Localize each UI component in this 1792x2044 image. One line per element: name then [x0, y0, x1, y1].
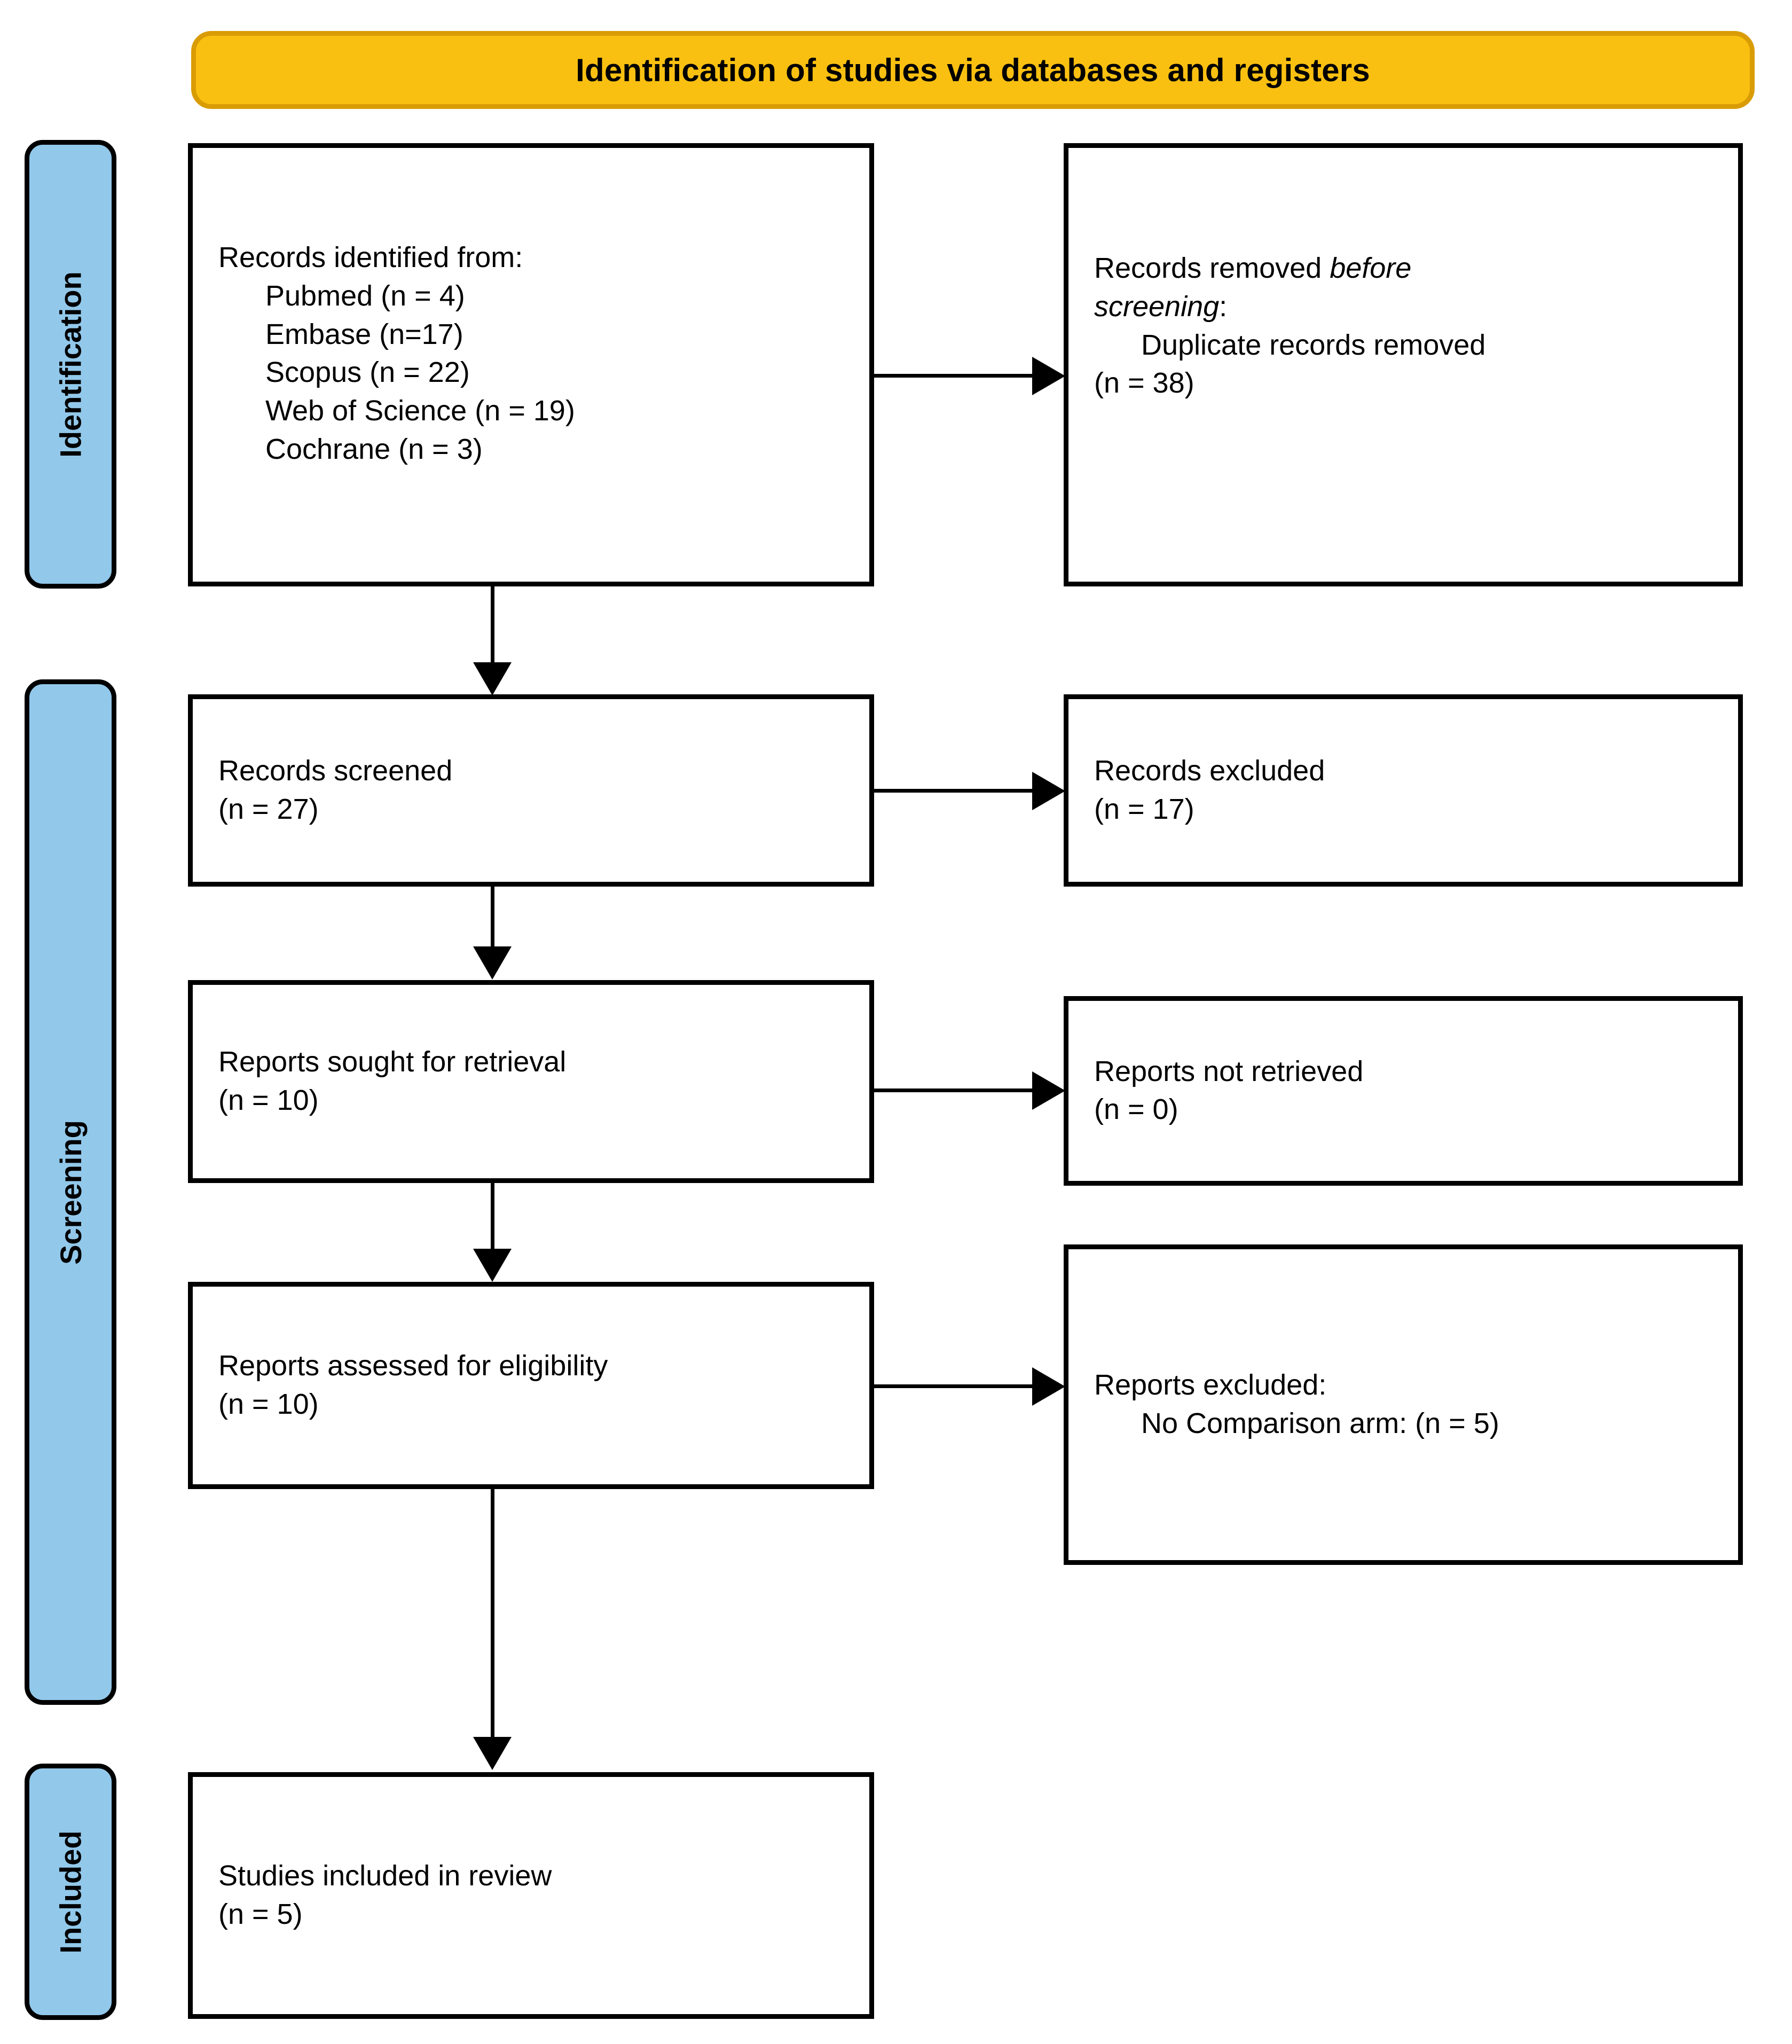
- duplicate-records-removed-label: Duplicate records removed: [1141, 328, 1486, 361]
- box-studies-included-in-review: Studies included in review (n = 5): [188, 1772, 874, 2019]
- reports-not-retrieved-title: Reports not retrieved: [1094, 1055, 1364, 1087]
- source-pubmed: Pubmed (n = 4): [265, 279, 465, 312]
- records-removed-line1: Records removed before: [1094, 249, 1719, 288]
- arrowhead-screened-to-sought: [473, 946, 512, 980]
- reports-sought-title: Reports sought for retrieval: [218, 1046, 567, 1078]
- arrowhead-identified-to-removed: [1032, 357, 1065, 395]
- box-reports-assessed-for-eligibility: Reports assessed for eligibility (n = 10…: [188, 1282, 874, 1489]
- reports-excluded-title: Reports excluded:: [1094, 1369, 1327, 1401]
- arrowhead-screened-to-records-excluded: [1032, 772, 1065, 810]
- records-removed-colon: :: [1219, 290, 1228, 323]
- duplicate-records-removed-count: (n = 38): [1094, 367, 1194, 400]
- source-scopus: Scopus (n = 22): [265, 356, 470, 389]
- stage-label-screening: Screening: [53, 1119, 88, 1265]
- source-embase: Embase (n=17): [265, 318, 463, 350]
- records-screened-count: (n = 27): [218, 793, 319, 825]
- reports-not-retrieved-count: (n = 0): [1094, 1093, 1178, 1126]
- records-excluded-count: (n = 17): [1094, 793, 1194, 825]
- arrowhead-identified-to-screened: [473, 662, 512, 695]
- box-reports-not-retrieved: Reports not retrieved (n = 0): [1064, 996, 1743, 1186]
- records-screened-title: Records screened: [218, 755, 453, 787]
- box-records-excluded: Records excluded (n = 17): [1064, 694, 1743, 887]
- stage-bar-screening: Screening: [25, 679, 116, 1705]
- records-removed-line2: screening:: [1094, 288, 1719, 326]
- records-removed-italic-before: before: [1330, 252, 1412, 284]
- connector-assessed-to-included: [491, 1489, 494, 1740]
- box-records-screened: Records screened (n = 27): [188, 694, 874, 887]
- connector-identified-to-screened: [491, 586, 494, 667]
- arrowhead-assessed-to-reports-excluded: [1032, 1367, 1065, 1406]
- studies-included-count: (n = 5): [218, 1898, 303, 1930]
- box-records-removed-before-screening: Records removed before screening: Duplic…: [1064, 143, 1743, 586]
- box-reports-sought-for-retrieval: Reports sought for retrieval (n = 10): [188, 980, 874, 1183]
- box-records-identified: Records identified from: Pubmed (n = 4) …: [188, 143, 874, 586]
- page-title: Identification of studies via databases …: [576, 52, 1370, 88]
- arrowhead-sought-to-assessed: [473, 1249, 512, 1282]
- connector-identified-to-removed: [874, 374, 1034, 378]
- connector-screened-to-records-excluded: [874, 789, 1034, 793]
- stage-bar-included: Included: [25, 1764, 116, 2020]
- reports-sought-count: (n = 10): [218, 1084, 319, 1116]
- connector-screened-to-sought: [491, 887, 494, 950]
- records-excluded-title: Records excluded: [1094, 755, 1325, 787]
- source-cochrane: Cochrane (n = 3): [265, 433, 483, 466]
- reports-assessed-count: (n = 10): [218, 1388, 319, 1420]
- reports-excluded-reason-no-comparison-arm: No Comparison arm: (n = 5): [1141, 1407, 1499, 1439]
- arrowhead-assessed-to-included: [473, 1737, 512, 1770]
- reports-assessed-title: Reports assessed for eligibility: [218, 1350, 608, 1382]
- records-removed-prefix: Records removed: [1094, 252, 1330, 284]
- records-removed-italic-screening: screening: [1094, 290, 1220, 323]
- arrowhead-sought-to-not-retrieved: [1032, 1071, 1065, 1110]
- studies-included-title: Studies included in review: [218, 1860, 552, 1892]
- header-banner: Identification of studies via databases …: [191, 31, 1755, 109]
- stage-bar-identification: Identification: [25, 140, 116, 589]
- stage-label-identification: Identification: [53, 271, 88, 458]
- connector-assessed-to-reports-excluded: [874, 1384, 1034, 1388]
- source-web-of-science: Web of Science (n = 19): [265, 395, 575, 427]
- box-reports-excluded: Reports excluded: No Comparison arm: (n …: [1064, 1244, 1743, 1565]
- records-identified-title: Records identified from:: [218, 241, 523, 273]
- stage-label-included: Included: [53, 1830, 88, 1954]
- connector-sought-to-assessed: [491, 1183, 494, 1251]
- connector-sought-to-not-retrieved: [874, 1088, 1034, 1092]
